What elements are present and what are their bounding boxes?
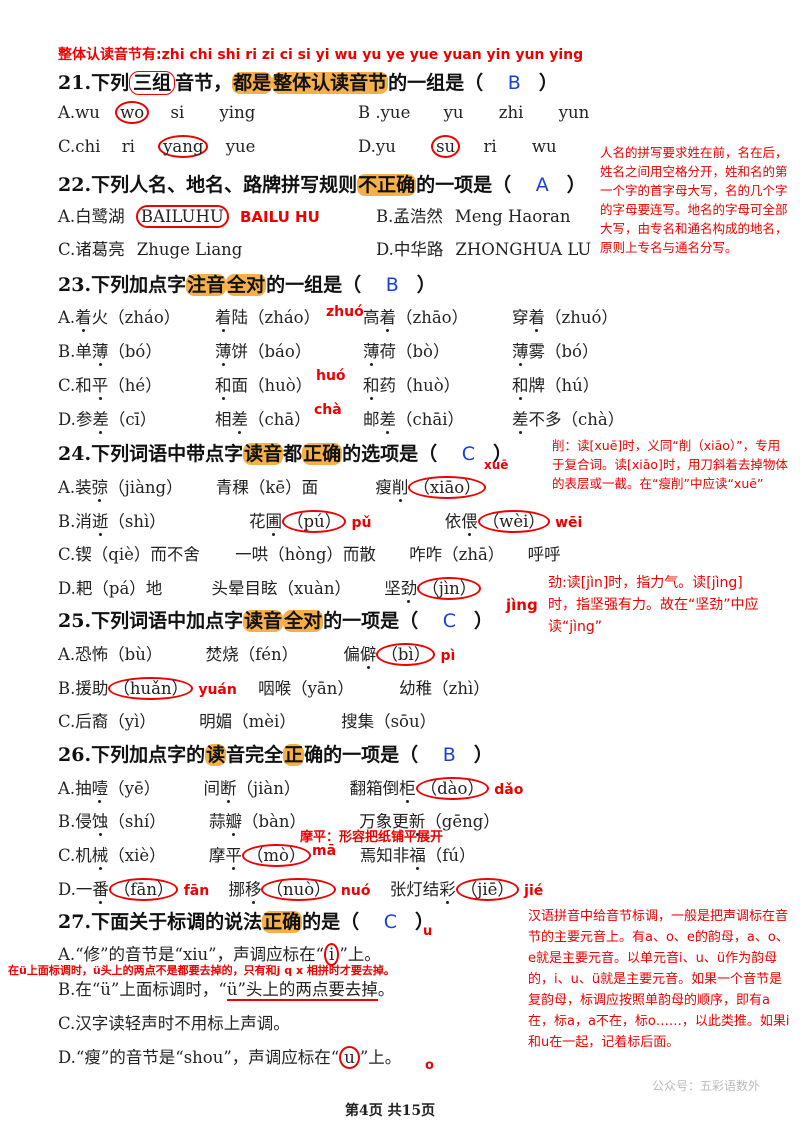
q22-note: 人名的拼写要求姓在前，名在后，姓名之间用空格分开，姓和名的第一个字的首字母大写，… — [600, 145, 788, 255]
q24-option-a: A.装弶（jiàng） 青稞（kē）面 瘦削（xiāo） — [58, 474, 486, 499]
q24-note-jin: 劲:读[jìn]时，指力气。读[jìng]时，指坚强有力。故在“坚劲”中应读“j… — [548, 575, 759, 635]
q25-fix-pi: pì — [440, 648, 456, 664]
q26-fix-jie: jié — [524, 883, 544, 899]
top-note: 整体认读音节有:zhi chi shi ri zi ci si yi wu yu… — [58, 47, 584, 63]
q24-option-b: B.消逝（shì） 花圃（pú） pǔ 依偎（wèi） wēi — [58, 510, 583, 533]
q26-fix-fan: fān — [183, 883, 210, 899]
q27-option-c: C.汉字读轻声时不用标上声调。 — [58, 1014, 290, 1033]
q23-row-a-1: A.着火（zháo） — [58, 308, 181, 327]
q21-option-a: A.wu wo si ying — [58, 101, 256, 124]
q23-row-a-2: 着陆（zháo） — [215, 308, 321, 327]
q24-fix-wei: wēi — [555, 515, 583, 531]
q22-stem: 22.下列人名、地名、路牌拼写规则不正确的一项是（ A） — [58, 174, 586, 196]
q25-option-b: B.援助（huǎn） yuán 咽喉（yān） 幼稚（zhì） — [58, 677, 490, 700]
q24-option-c: C.锲（qiè）而不舍 一哄（hòng）而散 咋咋（zhā） 呼呼 — [58, 545, 561, 564]
q23-row-b-2: 薄饼（báo） — [215, 342, 312, 361]
q27-answer: C — [383, 911, 398, 933]
q27-option-d: D.“瘦”的音节是“shou”，声调应标在“u”上。 — [58, 1046, 402, 1069]
q27-fix-u: u — [423, 924, 433, 939]
q21-option-d: D.yu su ri wu — [358, 135, 557, 158]
q23-row-b-3: 薄荷（bò） — [363, 342, 450, 361]
q23-answer: B — [385, 274, 399, 296]
q25-fix-yuan: yuán — [198, 682, 237, 698]
q22-option-a: A.白鹭湖 BAILUHU BAILU HU — [58, 205, 320, 228]
q23-stem: 23.下列加点字注音全对的一组是（ B） — [58, 274, 436, 296]
q26-note-mopin: 摩平：形容把纸铺平展开 — [300, 830, 444, 845]
q27-option-b: B.在“ü”上面标调时，“ü”头上的两点要去掉。 — [58, 980, 395, 1001]
q23-row-d-2: 相差（chā） — [215, 410, 311, 429]
q23-fix-huo: huó — [316, 368, 346, 384]
q24-fix-xue: xuē — [484, 458, 509, 472]
q26-fix-nuo: nuó — [340, 883, 371, 899]
q21-option-b: B .yue yu zhi yun — [358, 103, 590, 122]
q23-row-a-4: 穿着（zhuó） — [512, 308, 618, 327]
q24-note-xue: 削：读[xuē]时，义同“削（xiāo）”，专用于复合词。读[xiāo]时，用刀… — [552, 438, 788, 491]
q25-answer: C — [442, 610, 457, 632]
q21-answer: B — [507, 72, 521, 94]
q26-stem: 26.下列加点字的读音完全正确的一项是（ B） — [58, 744, 493, 766]
q23-row-c-4: 和牌（hú） — [512, 376, 600, 395]
q27-stem: 27.下面关于标调的说法正确的是（ C） — [58, 911, 435, 933]
q22-correction: BAILU HU — [240, 208, 320, 226]
q23-fix-zhuo: zhuó — [326, 304, 364, 320]
q26-answer: B — [442, 744, 456, 766]
q25-stem: 25.下列词语中加点字读音全对的一项是（ C） — [58, 610, 494, 632]
q25-option-a: A.恐怖（bù） 焚烧（fén） 偏僻（bì） pì — [58, 643, 456, 666]
q26-option-d: D.一番（fān） fān 挪移（nuò） nuó 张灯结彩（jiē） jié — [58, 878, 544, 901]
q24-fix-pu: pǔ — [351, 515, 372, 531]
q24-answer: C — [461, 443, 476, 465]
q27-note-tone: 汉语拼音中给音节标调，一般是把声调标在音节的主要元音上。有a、o、e的韵母，a、… — [528, 909, 790, 1050]
page-footer: 第4页 共15页 — [345, 1103, 436, 1119]
q23-row-a-3: 高着（zhāo） — [363, 308, 469, 327]
q26-option-b: B.侵蚀（shí） 蒜瓣（bàn） 万象更新（gēng） — [58, 812, 500, 831]
q26-option-c: C.机械（xiè） 摩平（mò） 焉知非福（fú） — [58, 844, 476, 867]
q23-row-d-3: 邮差（chāi） — [363, 410, 464, 429]
q26-option-a: A.抽噎（yē） 间断（jiàn） 翻箱倒柜（dào） dǎo — [58, 777, 524, 800]
q26-fix-dao: dǎo — [494, 782, 524, 798]
q23-fix-cha: chà — [314, 402, 342, 418]
q22-answer: A — [535, 174, 549, 196]
watermark: 公众号：五彩语数外 — [652, 1079, 761, 1093]
q24-fix-jing: jìng — [506, 596, 538, 614]
q23-row-b-1: B.单薄（bó） — [58, 342, 162, 361]
q23-row-c-3: 和药（huò） — [363, 376, 461, 395]
q23-row-b-4: 薄雾（bó） — [512, 342, 599, 361]
q26-fix-ma: mā — [312, 843, 337, 859]
q27-fix-o: o — [425, 1058, 434, 1073]
q25-option-c: C.后裔（yì） 明媚（mèi） 搜集（sōu） — [58, 712, 437, 731]
q23-row-d-1: D.参差（cī） — [58, 410, 157, 429]
q21-option-c: C.chi ri yang yue — [58, 135, 256, 158]
q24-option-d: D.耙（pá）地 头晕目眩（xuàn） 坚劲（jìn） — [58, 575, 482, 600]
q23-row-c-1: C.和平（hé） — [58, 376, 162, 395]
q27-option-a: A.“修”的音节是“xiu”，声调应标在“i”上。 — [58, 943, 381, 966]
q21-stem: 21.下列三组音节，都是整体认读音节的一组是（ B） — [58, 71, 558, 95]
q24-stem: 24.下列词语中带点字读音都正确的选项是（ C） — [58, 443, 513, 465]
q27-note-u: 在ü上面标调时，ü头上的两点不是都要去掉的，只有和j q x 相拼时才要去掉。 — [8, 964, 395, 977]
q23-row-d-4: 差不多（chà） — [512, 410, 625, 429]
q23-row-c-2: 和面（huò） — [215, 376, 313, 395]
